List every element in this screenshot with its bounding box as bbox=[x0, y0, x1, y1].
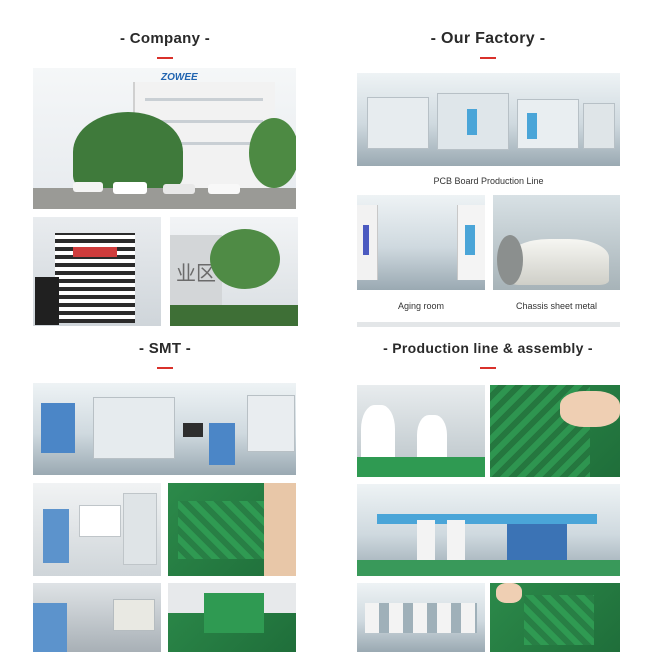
smt-floor-photo bbox=[33, 383, 296, 475]
factory-title-underline bbox=[480, 57, 496, 59]
assembly-soldering-photo bbox=[490, 583, 620, 652]
gate-sign: 业区 bbox=[176, 261, 216, 285]
assembly-pcb-closeup-photo bbox=[490, 385, 620, 477]
smt-operator-photo bbox=[33, 483, 161, 576]
pcb-line-photo bbox=[357, 73, 620, 166]
building-logo: ZOWEE bbox=[161, 72, 198, 83]
assembly-line-photo bbox=[357, 484, 620, 576]
reception-photo bbox=[33, 217, 161, 326]
aging-room-caption: Aging room bbox=[397, 301, 445, 311]
aging-room-photo bbox=[357, 195, 485, 290]
smt-pcb-inspection-photo bbox=[168, 483, 296, 576]
smt-title-underline bbox=[157, 367, 173, 369]
assembly-row-photo bbox=[357, 583, 485, 652]
factory-strip bbox=[357, 322, 620, 327]
smt-board-closeup-photo bbox=[168, 583, 296, 652]
chassis-sheet-metal-photo bbox=[493, 195, 620, 290]
smt-monitor-photo bbox=[33, 583, 161, 652]
factory-title: - Our Factory - bbox=[430, 30, 546, 47]
assembly-workers-photo bbox=[357, 385, 485, 477]
company-building-photo: ZOWEE bbox=[33, 68, 296, 209]
company-title: - Company - bbox=[120, 30, 210, 47]
assembly-title: - Production line & assembly - bbox=[383, 340, 593, 356]
assembly-title-underline bbox=[480, 367, 496, 369]
smt-title: - SMT - bbox=[138, 340, 192, 357]
company-title-underline bbox=[157, 57, 173, 59]
gate-photo: 业区 bbox=[170, 217, 298, 326]
chassis-sheet-metal-caption: Chassis sheet metal bbox=[515, 301, 598, 311]
pcb-line-caption: PCB Board Production Line bbox=[433, 176, 544, 186]
